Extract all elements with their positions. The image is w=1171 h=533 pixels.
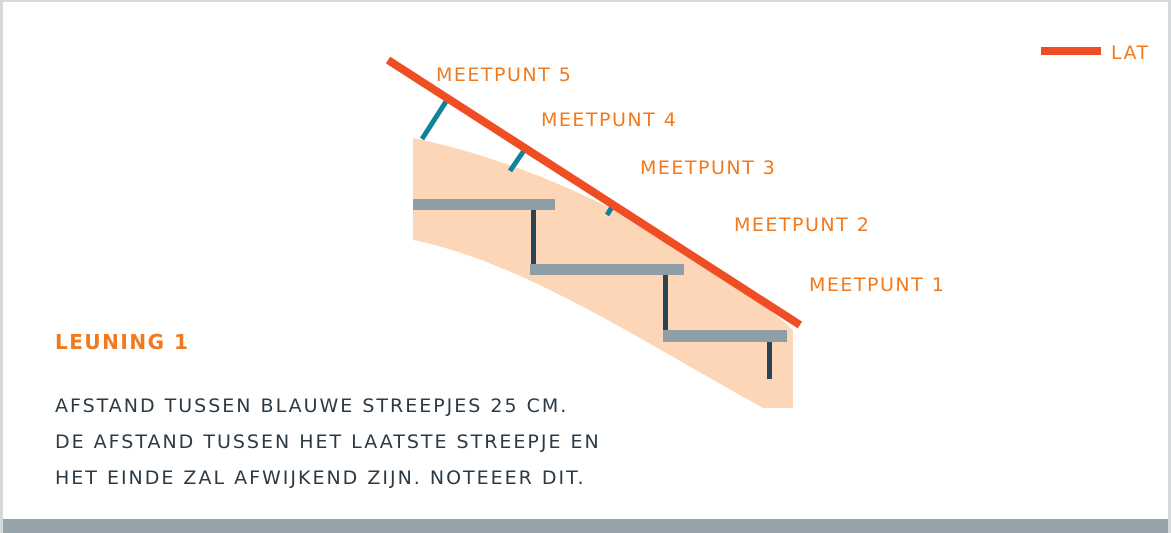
point-label-3: MEETPUNT 3 (640, 157, 776, 179)
stair-tread (413, 199, 555, 210)
instruction-line: HET EINDE ZAL AFWIJKEND ZIJN. NOTEEER DI… (55, 467, 586, 489)
stair-tread (530, 264, 684, 275)
stair-diagram: LAT MEETPUNT 5 MEETPUNT 4 MEETPUNT 3 MEE… (385, 42, 1150, 408)
stair-tread (663, 330, 787, 342)
stair-riser (663, 274, 668, 334)
instruction-line: DE AFSTAND TUSSEN HET LAATSTE STREEPJE E… (55, 431, 601, 453)
instruction-text: AFSTAND TUSSEN BLAUWE STREEPJES 25 CM. D… (55, 388, 601, 496)
instruction-line: AFSTAND TUSSEN BLAUWE STREEPJES 25 CM. (55, 395, 569, 417)
stair-riser (767, 342, 772, 379)
bottom-bar (3, 519, 1168, 533)
point-label-5: MEETPUNT 5 (436, 64, 572, 86)
measure-marker-5 (419, 98, 450, 141)
diagram-title: LEUNING 1 (55, 330, 190, 354)
measure-marker-4 (507, 147, 528, 173)
point-label-4: MEETPUNT 4 (541, 109, 677, 131)
measure-marker-3 (604, 205, 615, 217)
point-label-1: MEETPUNT 1 (809, 274, 945, 296)
stair-riser (531, 207, 536, 268)
legend-label: LAT (1111, 42, 1150, 64)
lat-line (385, 56, 803, 329)
legend-swatch (1041, 47, 1101, 55)
point-label-2: MEETPUNT 2 (734, 214, 870, 236)
